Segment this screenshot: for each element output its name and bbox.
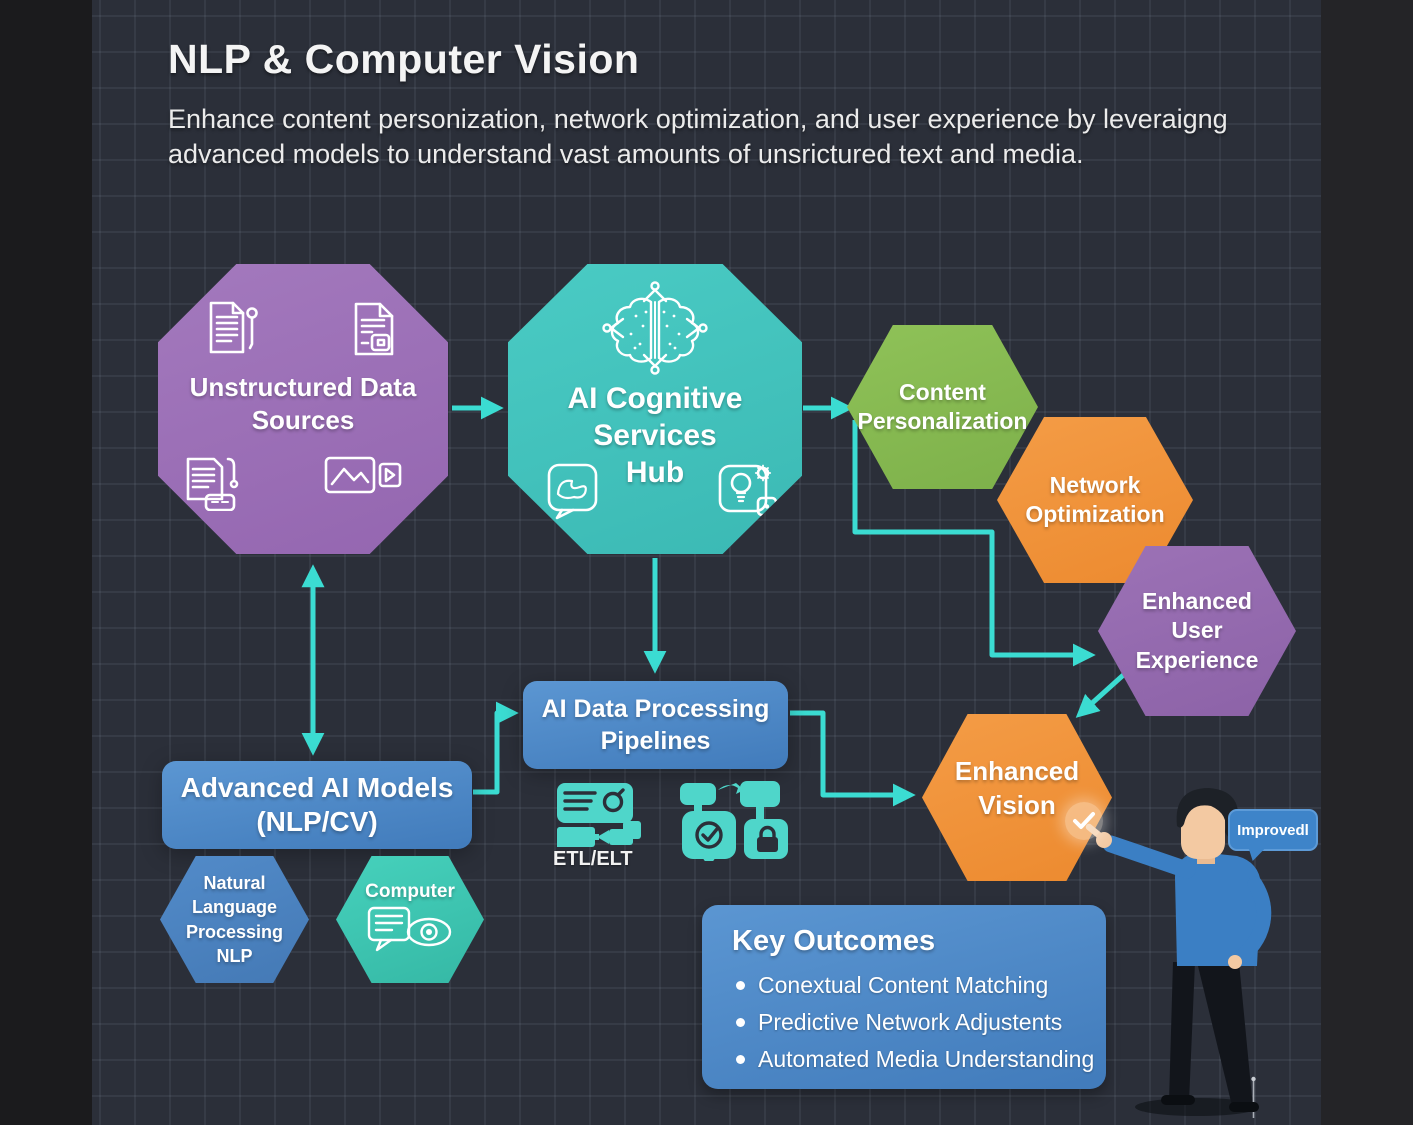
key-outcome-item: Conextual Content Matching: [732, 972, 1106, 999]
node-label: AI Cognitive Services Hub: [567, 382, 743, 490]
node-computer-vision: Computer: [336, 856, 484, 983]
node-label: Enhanced Vision: [954, 756, 1080, 820]
language-chat-icon: [547, 463, 598, 520]
key-outcome-item: Predictive Network Adjustents: [732, 1009, 1106, 1036]
node-ai-cognitive-services-hub: AI Cognitive Services Hub: [508, 264, 802, 554]
node-advanced-ai-models: Advanced AI Models (NLP/CV): [162, 761, 472, 849]
page-subtitle: Enhance content personization, network o…: [168, 104, 1228, 169]
node-network-optimization: Network Optimization: [997, 417, 1193, 583]
chat-eye-icon: [367, 907, 452, 952]
node-enhanced-vision: Enhanced Vision: [922, 714, 1112, 881]
node-label: Unstructured Data Sources: [189, 372, 417, 436]
document-attachment-icon: [186, 457, 239, 511]
right-letterbox-bar: [1321, 0, 1413, 1125]
node-label: Computer: [365, 881, 455, 902]
brain-circuit-icon: [602, 281, 708, 375]
document-pen-icon: [209, 301, 258, 354]
workflow-security-icon: [680, 781, 788, 861]
node-ai-data-processing-pipelines: AI Data Processing Pipelines: [523, 681, 788, 769]
key-outcome-item: Automated Media Understanding: [732, 1046, 1106, 1073]
person-illustration: [1085, 788, 1272, 1118]
node-natural-language-processing: Natural Language Processing NLP: [160, 856, 309, 983]
etl-elt-label: ETL/ELT: [553, 848, 633, 870]
page-title: NLP & Computer Vision: [168, 36, 640, 82]
node-label: Network Optimization: [1025, 471, 1165, 527]
left-letterbox-bar: [0, 0, 92, 1125]
etl-elt-icon: [557, 783, 641, 847]
key-outcomes-panel: Key Outcomes Conextual Content Matching …: [702, 905, 1106, 1089]
node-enhanced-user-experience: Enhanced User Experience: [1098, 546, 1296, 716]
document-image-icon: [354, 302, 394, 356]
node-label: Content Personalization: [857, 378, 1028, 434]
node-label: AI Data Processing Pipelines: [541, 695, 770, 755]
node-label: Enhanced User Experience: [1135, 587, 1259, 673]
speech-bubble: Improvedl: [1228, 809, 1318, 861]
media-video-icon: [324, 456, 402, 494]
checkmark-badge: [1065, 802, 1103, 840]
check-icon: [1073, 812, 1095, 829]
key-outcomes-title: Key Outcomes: [732, 925, 936, 957]
node-label: Advanced AI Models (NLP/CV): [180, 772, 454, 837]
node-content-personalization: Content Personalization: [847, 325, 1038, 489]
key-outcomes-list: Conextual Content Matching Predictive Ne…: [732, 972, 1106, 1073]
node-label: Natural Language Processing NLP: [185, 872, 284, 966]
speech-bubble-text: Improvedl: [1237, 821, 1309, 839]
node-unstructured-data-sources: Unstructured Data Sources: [158, 264, 448, 554]
